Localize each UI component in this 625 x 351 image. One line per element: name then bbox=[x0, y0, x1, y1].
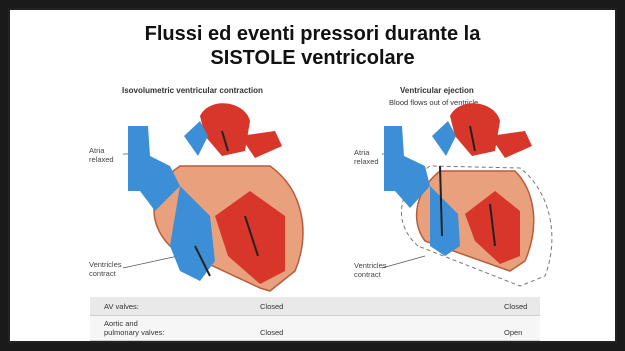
title-line-2: SISTOLE ventricolare bbox=[10, 46, 615, 70]
right-heart-diagram bbox=[370, 96, 570, 296]
table-row: Aortic and pulmonary valves: Closed Open bbox=[90, 316, 540, 341]
title-line-1: Flussi ed eventi pressori durante la bbox=[10, 22, 615, 46]
table-row: AV valves: Closed Closed bbox=[90, 297, 540, 316]
ventricles-leader-line bbox=[382, 256, 425, 268]
slide-title: Flussi ed eventi pressori durante la SIS… bbox=[10, 22, 615, 70]
left-status-cell: Closed bbox=[260, 302, 283, 311]
row-label: Aortic and pulmonary valves: bbox=[104, 319, 164, 337]
slide: Flussi ed eventi pressori durante la SIS… bbox=[8, 8, 617, 343]
left-status-cell: Closed bbox=[260, 328, 283, 337]
right-panel-title: Ventricular ejection bbox=[400, 86, 474, 95]
left-heart-diagram bbox=[110, 96, 310, 296]
row-label: AV valves: bbox=[104, 302, 139, 311]
left-panel-title: Isovolumetric ventricular contraction bbox=[122, 86, 263, 95]
right-status-cell: Closed bbox=[504, 302, 527, 311]
right-status-cell: Open bbox=[504, 328, 522, 337]
pulmonary-trunk-shape bbox=[432, 121, 456, 156]
valve-status-table: AV valves: Closed Closed Aortic and pulm… bbox=[90, 297, 540, 341]
aorta-shape bbox=[200, 103, 250, 156]
ventricles-leader-line bbox=[123, 256, 178, 268]
